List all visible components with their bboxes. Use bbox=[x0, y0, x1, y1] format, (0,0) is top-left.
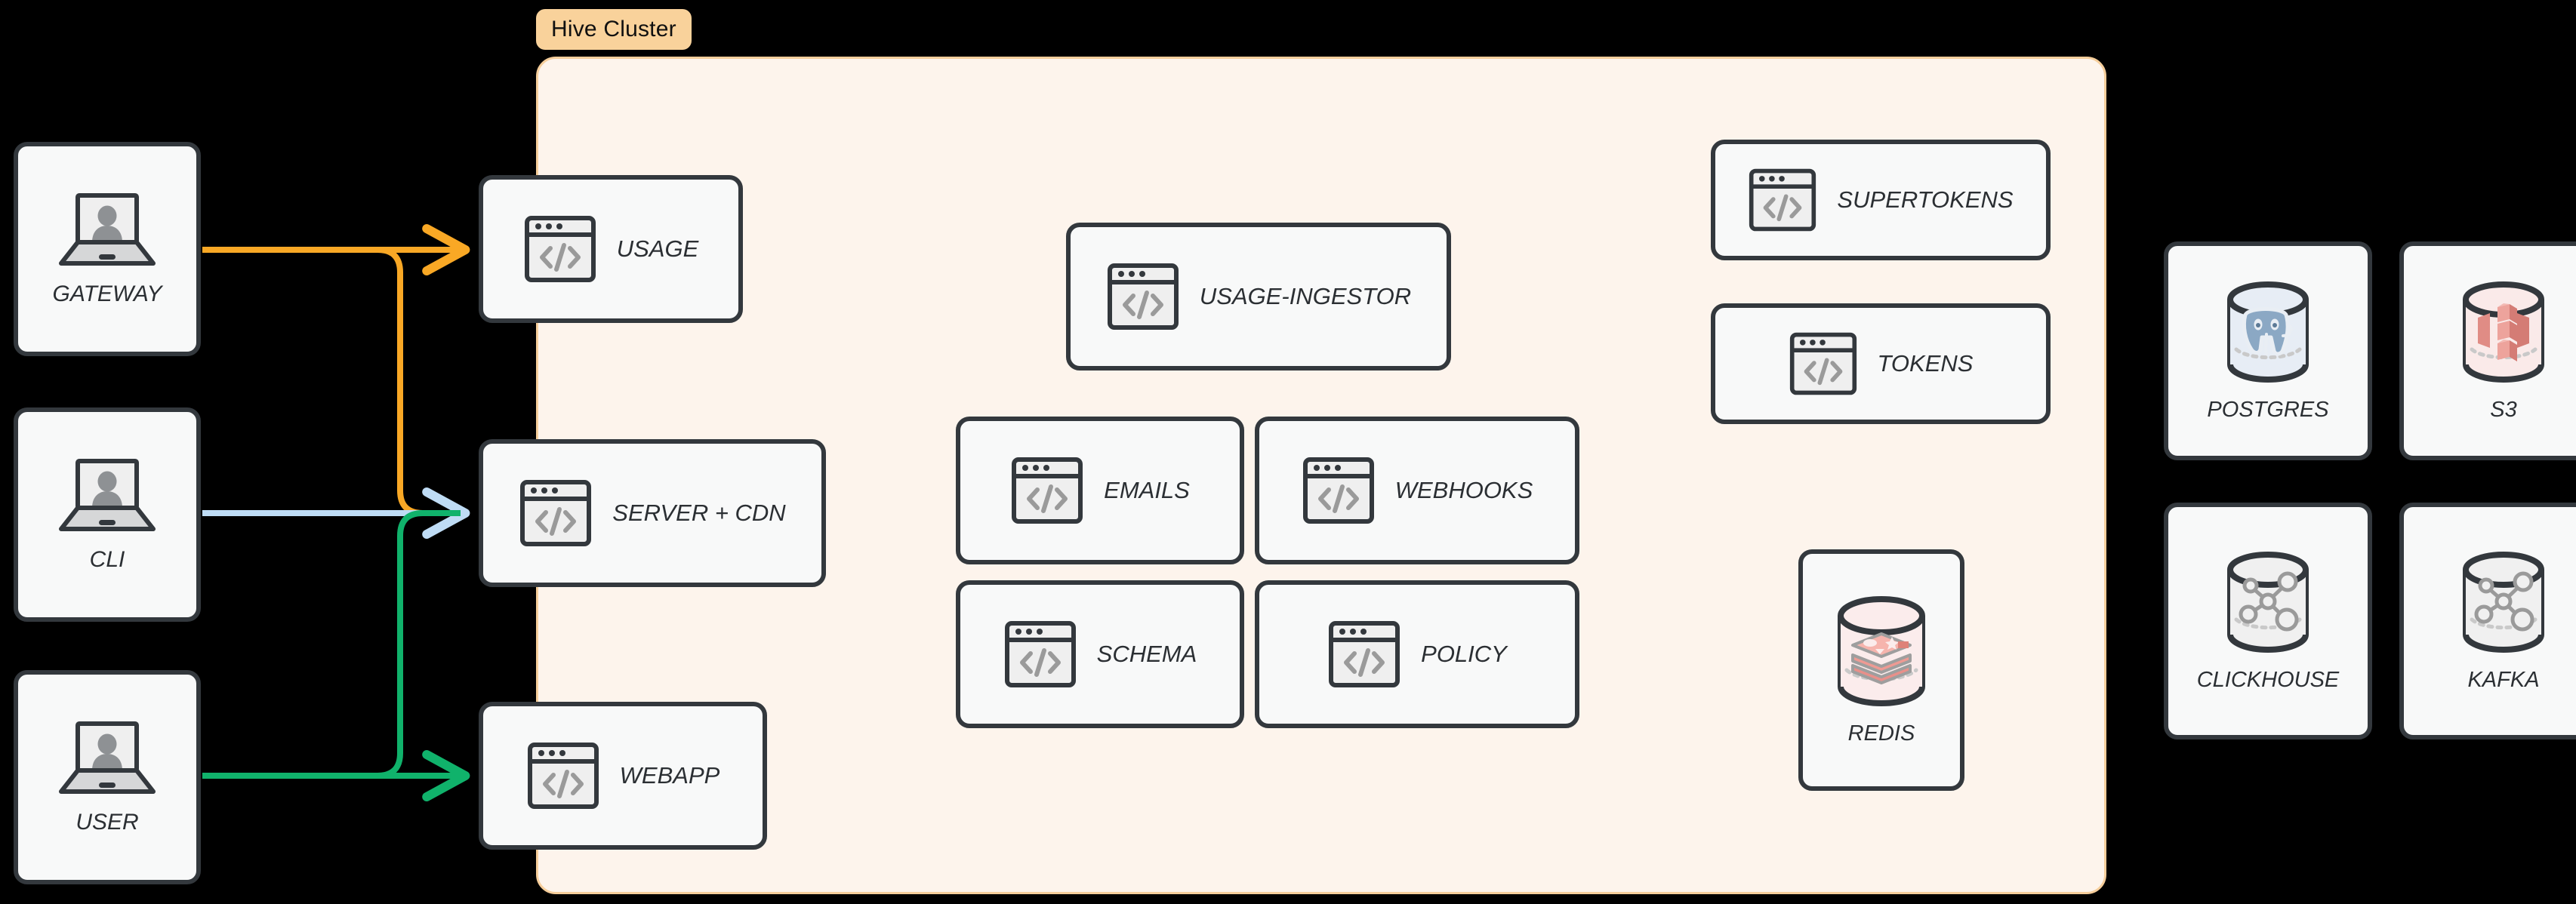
redis-cylinder-icon bbox=[1829, 595, 1934, 708]
node-s3[interactable]: S3 bbox=[2399, 241, 2576, 460]
nodegraph-cylinder-icon bbox=[2220, 550, 2316, 654]
node-server-cdn-label: SERVER + CDN bbox=[612, 500, 786, 526]
postgres-cylinder-icon bbox=[2220, 280, 2316, 384]
code-window-icon bbox=[1010, 454, 1084, 527]
node-webapp-label: WEBAPP bbox=[619, 762, 720, 789]
code-window-icon bbox=[1302, 454, 1376, 527]
node-user[interactable]: USER bbox=[14, 670, 201, 884]
nodegraph-cylinder-icon bbox=[2455, 550, 2552, 654]
node-tokens[interactable]: TOKENS bbox=[1711, 303, 2051, 424]
node-usage-label: USAGE bbox=[616, 235, 699, 262]
code-window-icon bbox=[1106, 260, 1180, 334]
node-clickhouse-label: CLICKHOUSE bbox=[2196, 667, 2340, 692]
node-cli-label: CLI bbox=[89, 547, 125, 572]
node-webhooks[interactable]: WEBHOOKS bbox=[1255, 417, 1579, 564]
node-cli[interactable]: CLI bbox=[14, 407, 201, 622]
code-window-icon bbox=[1789, 329, 1858, 398]
code-window-icon bbox=[523, 212, 597, 286]
node-redis[interactable]: REDIS bbox=[1798, 549, 1964, 791]
wire-user-to-server-cdn bbox=[202, 510, 461, 779]
node-user-label: USER bbox=[75, 810, 139, 835]
node-clickhouse[interactable]: CLICKHOUSE bbox=[2164, 503, 2372, 739]
hive-cluster-badge-label: Hive Cluster bbox=[551, 17, 676, 42]
node-server-cdn[interactable]: SERVER + CDN bbox=[479, 439, 826, 587]
laptop-user-icon bbox=[57, 719, 158, 798]
node-policy-label: POLICY bbox=[1421, 641, 1507, 667]
node-usage-ingestor[interactable]: USAGE-INGESTOR bbox=[1066, 223, 1451, 371]
node-schema[interactable]: SCHEMA bbox=[956, 580, 1244, 728]
node-tokens-label: TOKENS bbox=[1877, 350, 1974, 377]
node-supertokens-label: SUPERTOKENS bbox=[1837, 186, 2014, 213]
node-emails[interactable]: EMAILS bbox=[956, 417, 1244, 564]
node-webhooks-label: WEBHOOKS bbox=[1394, 477, 1533, 503]
code-window-icon bbox=[519, 476, 593, 550]
node-s3-label: S3 bbox=[2490, 397, 2517, 422]
code-window-icon bbox=[1003, 617, 1077, 691]
node-emails-label: EMAILS bbox=[1104, 477, 1190, 503]
wire-gateway-to-server-cdn bbox=[202, 247, 461, 516]
node-redis-label: REDIS bbox=[1847, 721, 1915, 746]
code-window-icon bbox=[526, 739, 600, 813]
node-postgres-label: POSTGRES bbox=[2207, 397, 2329, 422]
node-usage-ingestor-label: USAGE-INGESTOR bbox=[1199, 283, 1412, 309]
code-window-icon bbox=[1748, 165, 1817, 235]
node-usage[interactable]: USAGE bbox=[479, 175, 743, 323]
s3-cylinder-icon bbox=[2455, 280, 2552, 384]
node-policy[interactable]: POLICY bbox=[1255, 580, 1579, 728]
node-gateway-label: GATEWAY bbox=[52, 281, 162, 306]
node-postgres[interactable]: POSTGRES bbox=[2164, 241, 2372, 460]
hive-cluster-badge: Hive Cluster bbox=[536, 9, 692, 50]
laptop-user-icon bbox=[57, 457, 158, 535]
node-kafka-label: KAFKA bbox=[2467, 667, 2540, 692]
code-window-icon bbox=[1327, 617, 1401, 691]
laptop-user-icon bbox=[57, 191, 158, 269]
node-supertokens[interactable]: SUPERTOKENS bbox=[1711, 140, 2051, 260]
node-gateway[interactable]: GATEWAY bbox=[14, 142, 201, 356]
node-schema-label: SCHEMA bbox=[1096, 641, 1197, 667]
node-webapp[interactable]: WEBAPP bbox=[479, 702, 767, 850]
node-kafka[interactable]: KAFKA bbox=[2399, 503, 2576, 739]
